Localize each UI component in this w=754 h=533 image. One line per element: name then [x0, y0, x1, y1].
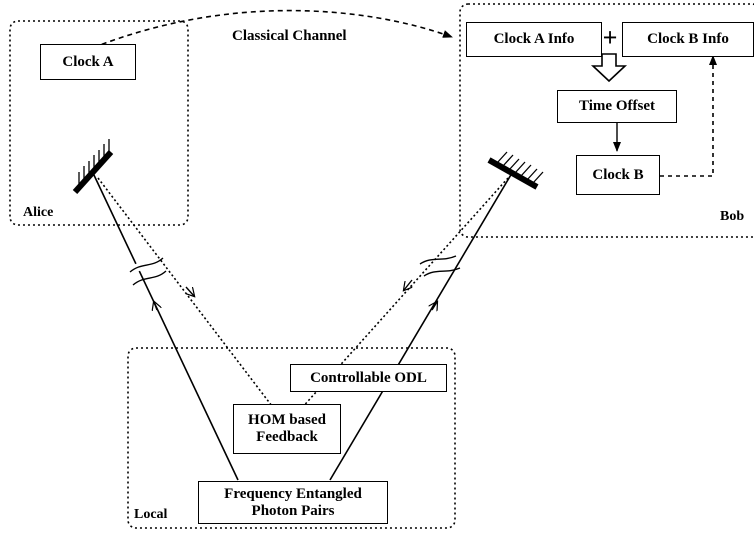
alice-region: [9, 20, 189, 226]
classical-channel-label: Classical Channel: [232, 28, 347, 44]
right-fiber-break: [419, 255, 461, 277]
combine-hollow-arrow: [590, 53, 628, 83]
left-photon-path: [92, 172, 239, 481]
left-path-arrow: [154, 302, 157, 310]
alice-return-arrow: [186, 286, 194, 296]
controllable-odl-box: Controllable ODL: [290, 364, 447, 392]
source-label-line2: Photon Pairs: [251, 502, 335, 519]
alice-label: Alice: [23, 205, 54, 220]
bob-mirror: [487, 151, 544, 190]
hom-feedback-box: HOM based Feedback: [233, 404, 341, 454]
alice-return-path: [97, 177, 276, 411]
bob-return-arrow: [404, 279, 412, 290]
clock-b-box: Clock B: [576, 155, 660, 195]
time-offset-box: Time Offset: [557, 90, 677, 123]
left-fiber-break: [127, 254, 167, 286]
bob-region: [459, 3, 754, 238]
hom-label-line1: HOM based: [248, 412, 326, 428]
classical-channel-arrow: [84, 9, 453, 52]
bob-label: Bob: [720, 209, 745, 224]
alice-mirror: [72, 139, 114, 195]
right-photon-path: [329, 172, 513, 481]
source-label-line1: Frequency Entangled: [224, 485, 362, 502]
hom-label-line2: Feedback: [256, 429, 318, 445]
right-path-arrow: [432, 302, 437, 310]
local-label: Local: [134, 507, 168, 522]
plus-symbol: +: [602, 23, 618, 52]
local-region: [127, 347, 456, 529]
photon-source-box: Frequency Entangled Photon Pairs: [198, 481, 388, 524]
clock-a-info-box: Clock A Info: [466, 22, 602, 57]
clock-b-info-box: Clock B Info: [622, 22, 754, 57]
clock-a-box: Clock A: [40, 44, 136, 80]
clock-b-feedback-arrow: [660, 55, 717, 177]
